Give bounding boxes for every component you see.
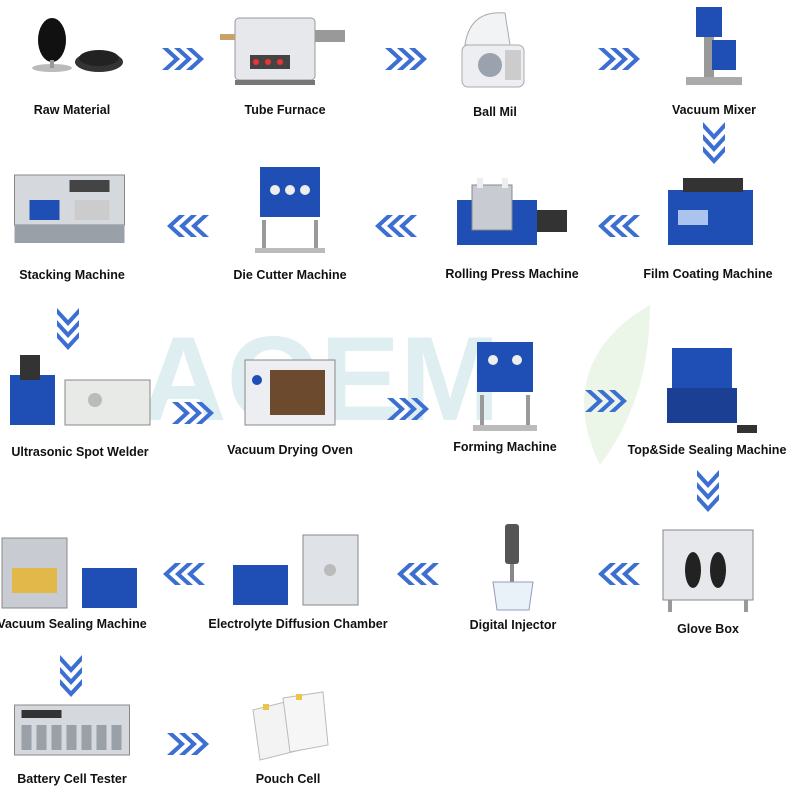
chevron-right-arrow bbox=[585, 390, 627, 412]
step-vacuum-drying-oven: Vacuum Drying Oven bbox=[200, 350, 380, 460]
step-label: Film Coating Machine bbox=[643, 267, 773, 281]
former-icon bbox=[473, 342, 537, 431]
injector-icon bbox=[492, 524, 534, 611]
chamber-icon bbox=[233, 534, 359, 606]
chevron-left-arrow bbox=[397, 563, 439, 585]
chevron-left-arrow bbox=[163, 563, 205, 585]
oven-icon bbox=[244, 359, 336, 426]
chevron-left-arrow bbox=[167, 215, 209, 237]
furnace-icon bbox=[220, 17, 345, 85]
step-label: Vacuum Drying Oven bbox=[227, 443, 353, 457]
step-label: Stacking Machine bbox=[19, 268, 125, 282]
ball-mill-icon bbox=[461, 12, 525, 88]
step-label: Top&Side Sealing Machine bbox=[627, 443, 787, 457]
step-electrolyte-diffusion-chamber: Electrolyte Diffusion Chamber bbox=[208, 530, 388, 633]
step-glove-box: Glove Box bbox=[618, 525, 798, 637]
chevron-right-arrow bbox=[167, 733, 209, 755]
roller-icon bbox=[457, 178, 567, 245]
step-label: Electrolyte Diffusion Chamber bbox=[208, 617, 388, 631]
step-battery-cell-tester: Battery Cell Tester bbox=[0, 700, 162, 795]
step-pouch-cell: Pouch Cell bbox=[198, 690, 378, 795]
step-digital-injector: Digital Injector bbox=[423, 522, 603, 632]
step-raw-material: Raw Material bbox=[0, 10, 162, 125]
pouch-cell-icon bbox=[252, 691, 329, 761]
step-ball-mil: Ball Mil bbox=[405, 5, 585, 123]
die-cutter-icon bbox=[255, 167, 325, 253]
step-label: Forming Machine bbox=[453, 440, 557, 454]
chevron-down-arrow bbox=[697, 470, 719, 512]
step-stacking-machine: Stacking Machine bbox=[0, 165, 162, 285]
step-film-coating-machine: Film Coating Machine bbox=[618, 170, 798, 285]
step-label: Ball Mil bbox=[473, 105, 517, 119]
step-label: Glove Box bbox=[677, 622, 739, 636]
chevron-right-arrow bbox=[385, 48, 427, 70]
step-die-cutter-machine: Die Cutter Machine bbox=[200, 165, 380, 285]
step-label: Raw Material bbox=[33, 103, 111, 117]
step-label: Battery Cell Tester bbox=[17, 772, 127, 786]
step-label: Ultrasonic Spot Welder bbox=[11, 445, 149, 459]
glovebox-icon bbox=[662, 529, 754, 612]
chevron-left-arrow bbox=[598, 215, 640, 237]
step-vacuum-mixer: Vacuum Mixer bbox=[624, 5, 800, 120]
chevron-right-arrow bbox=[162, 48, 204, 70]
step-label: Rolling Press Machine bbox=[445, 267, 579, 281]
powder-icon bbox=[32, 18, 123, 72]
chevron-down-arrow bbox=[57, 308, 79, 350]
chevron-left-arrow bbox=[598, 563, 640, 585]
mixer-icon bbox=[686, 7, 742, 85]
step-vacuum-sealing-machine: Vacuum Sealing Machine bbox=[0, 533, 162, 633]
chevron-down-arrow bbox=[60, 655, 82, 697]
chevron-right-arrow bbox=[172, 402, 214, 424]
step-label: Vacuum Mixer bbox=[671, 103, 757, 117]
tester-icon bbox=[14, 704, 130, 756]
chevron-right-arrow bbox=[598, 48, 640, 70]
sealer-icon bbox=[667, 348, 757, 433]
vacuum-sealer-icon bbox=[1, 537, 137, 609]
step-rolling-press-machine: Rolling Press Machine bbox=[422, 170, 602, 285]
stacker-icon bbox=[14, 174, 125, 243]
step-ultrasonic-spot-welder: Ultrasonic Spot Welder bbox=[0, 345, 170, 460]
coater-icon bbox=[668, 178, 753, 245]
step-label: Die Cutter Machine bbox=[233, 268, 347, 282]
step-tube-furnace: Tube Furnace bbox=[195, 10, 375, 125]
welder-icon bbox=[10, 355, 151, 426]
step-label: Digital Injector bbox=[469, 618, 557, 632]
chevron-right-arrow bbox=[387, 398, 429, 420]
chevron-left-arrow bbox=[375, 215, 417, 237]
step-label: Vacuum Sealing Machine bbox=[0, 617, 147, 631]
step-label: Pouch Cell bbox=[255, 772, 321, 786]
step-forming-machine: Forming Machine bbox=[415, 340, 595, 455]
step-label: Tube Furnace bbox=[244, 103, 326, 117]
step-top-side-sealing-machine: Top&Side Sealing Machine bbox=[617, 343, 797, 458]
chevron-down-arrow bbox=[703, 122, 725, 164]
